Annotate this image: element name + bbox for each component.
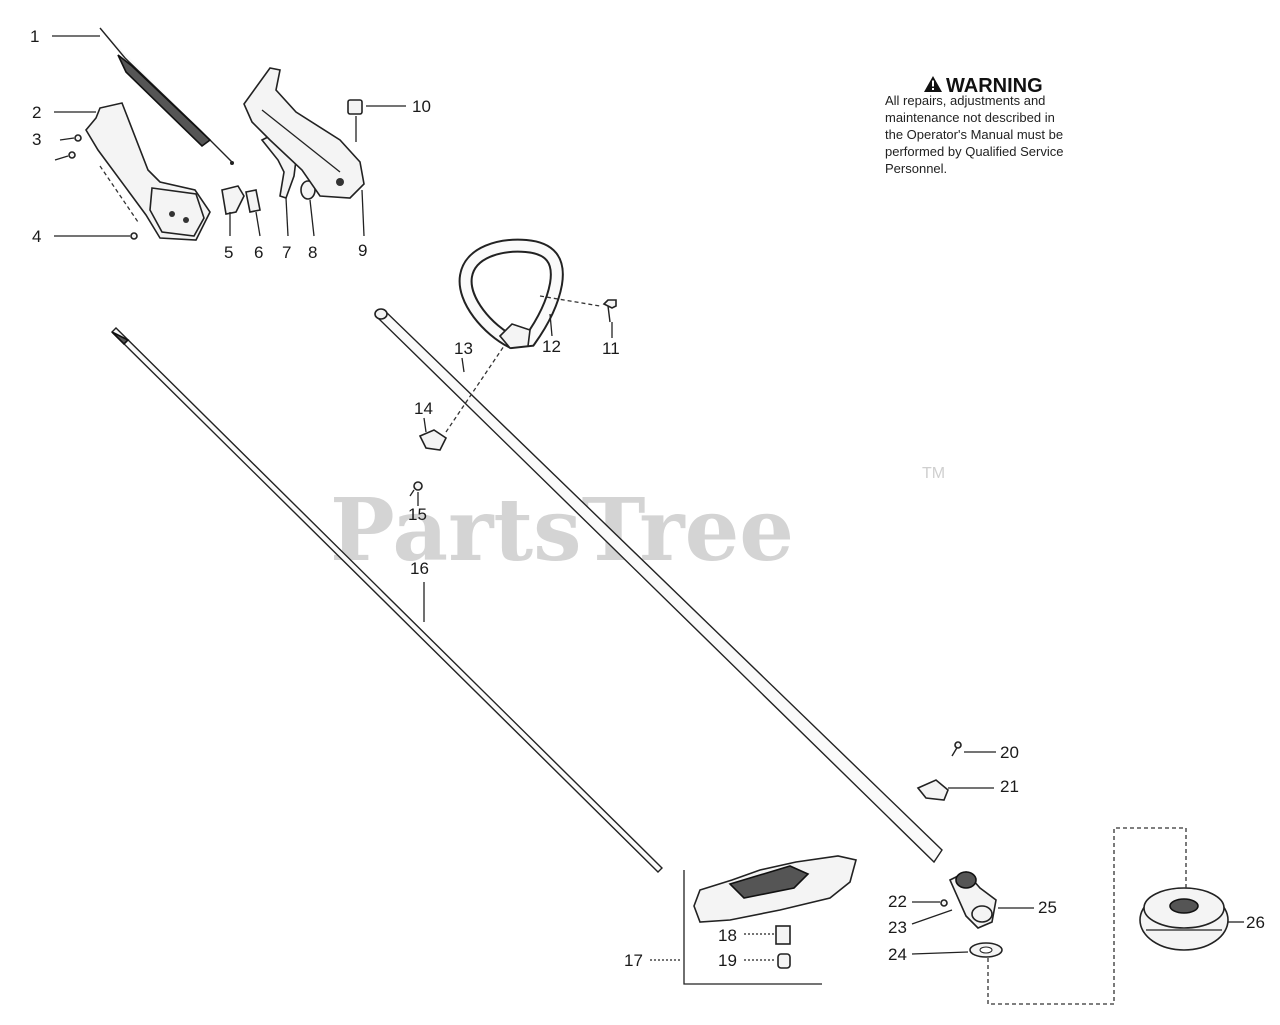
part-screw-22[interactable] [940, 899, 948, 907]
callout-number: 3 [32, 130, 41, 149]
warning-triangle-icon [924, 76, 942, 92]
warning-line-2: maintenance not described in [885, 110, 1055, 125]
part-shield-bracket[interactable] [775, 925, 791, 945]
assembly-guide-line [445, 345, 505, 433]
part-shield-nut[interactable] [777, 953, 791, 969]
warning-line-3: the Operator's Manual must be [885, 127, 1063, 142]
warning-line-4: performed by Qualified Service [885, 144, 1063, 159]
callout-number: 2 [32, 103, 41, 122]
part-bolt-11[interactable] [602, 299, 617, 323]
callout-number: 10 [412, 97, 431, 116]
part-throttle-cable[interactable] [99, 27, 234, 165]
callout-number: 15 [408, 505, 427, 524]
callout-9: 9 [358, 189, 367, 260]
callout-number: 12 [542, 337, 561, 356]
callout-15: 15 [408, 492, 427, 524]
callout-number: 25 [1038, 898, 1057, 917]
callout-number: 19 [718, 951, 737, 970]
callout-21: 21 [948, 777, 1019, 796]
callout-number: 24 [888, 945, 907, 964]
part-loop-handle[interactable] [458, 238, 564, 350]
part-handle-half[interactable] [243, 67, 365, 199]
callout-7: 7 [282, 197, 291, 262]
callout-4: 4 [32, 227, 130, 246]
callout-12: 12 [542, 313, 561, 356]
callout-number: 13 [454, 339, 473, 358]
callout-number: 22 [888, 892, 907, 911]
part-bolt-20[interactable] [951, 741, 962, 757]
callout-18: 18 [718, 926, 774, 945]
callout-20: 20 [964, 743, 1019, 762]
warning-title: WARNING [946, 75, 1043, 97]
callout-number: 9 [358, 241, 367, 260]
warning-line-5: Personnel. [885, 161, 947, 176]
part-screw-4[interactable] [130, 232, 138, 240]
part-drive-shaft-tube[interactable] [374, 308, 943, 864]
part-debris-shield[interactable] [693, 855, 857, 923]
callout-number: 23 [888, 918, 907, 937]
callout-23: 23 [888, 909, 953, 937]
callout-number: 21 [1000, 777, 1019, 796]
part-gear-head[interactable] [948, 871, 997, 929]
callout-number: 7 [282, 243, 291, 262]
part-throttle-trigger[interactable] [221, 185, 245, 215]
callout-1: 1 [30, 27, 100, 46]
part-trimmer-head[interactable] [1139, 887, 1229, 951]
callout-19: 19 [718, 951, 776, 970]
callout-24: 24 [888, 945, 969, 964]
warning-block: WARNING All repairs, adjustments and mai… [885, 75, 1063, 176]
part-handle-housing[interactable] [85, 102, 211, 241]
callout-number: 20 [1000, 743, 1019, 762]
part-clamp-14[interactable] [418, 429, 448, 451]
callout-number: 26 [1246, 913, 1265, 932]
callout-number: 11 [602, 339, 620, 358]
watermark-tm: TM [922, 465, 945, 482]
callout-number: 18 [718, 926, 737, 945]
assembly-guide-line [99, 165, 139, 223]
callout-2: 2 [32, 103, 96, 122]
assembly-guide-line [987, 827, 1187, 1005]
callout-13: 13 [454, 339, 473, 373]
callout-number: 14 [414, 399, 433, 418]
part-drive-shaft[interactable] [111, 327, 663, 873]
callout-5: 5 [224, 212, 233, 262]
callout-8: 8 [308, 199, 317, 262]
callout-number: 6 [254, 243, 263, 262]
warning-line-1: All repairs, adjustments and [885, 93, 1045, 108]
callout-26: 26 [1228, 913, 1265, 932]
part-nut-10[interactable] [347, 99, 363, 115]
part-trigger-lock[interactable] [245, 189, 261, 213]
callout-number: 17 [624, 951, 643, 970]
callout-14: 14 [414, 399, 433, 433]
part-washer[interactable] [969, 942, 1003, 958]
callout-6: 6 [254, 211, 263, 262]
part-screws[interactable] [54, 134, 82, 161]
callout-number: 1 [30, 27, 39, 46]
callout-number: 5 [224, 243, 233, 262]
callout-3: 3 [32, 130, 41, 149]
kit-bracket-line [683, 870, 822, 985]
part-screw-15[interactable] [409, 481, 423, 497]
part-clamp-21[interactable] [916, 779, 949, 801]
callout-10: 10 [355, 97, 431, 142]
callout-17: 17 [624, 951, 682, 970]
callout-number: 16 [410, 559, 429, 578]
callout-11: 11 [602, 322, 620, 358]
callout-16: 16 [410, 559, 429, 622]
callout-number: 4 [32, 227, 41, 246]
callout-22: 22 [888, 892, 940, 911]
callout-25: 25 [998, 898, 1057, 917]
callout-number: 8 [308, 243, 317, 262]
assembly-guide-line [539, 295, 601, 307]
